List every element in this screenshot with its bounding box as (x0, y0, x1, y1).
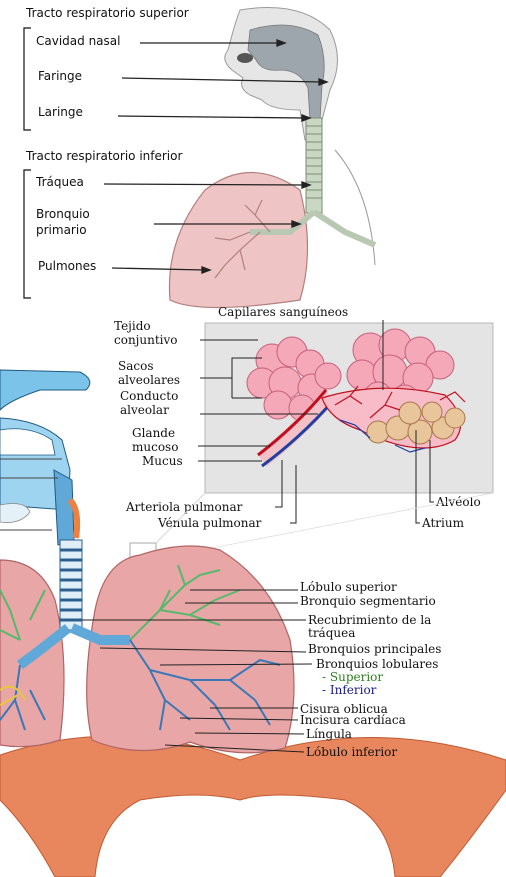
label-pulmones: Pulmones (38, 259, 96, 273)
upper-tract-title: Tracto respiratorio superior (25, 6, 189, 20)
label-incisura-cardiaca: Incisura cardíaca (300, 713, 406, 727)
label-lobulo-inferior: Lóbulo inferior (306, 745, 397, 759)
label-alveolares: alveolares (118, 373, 180, 387)
label-tejido: Tejido (114, 319, 151, 333)
label-conducto: Conducto (120, 389, 178, 403)
label-lingula: Língula (306, 727, 352, 741)
label-alveolar: alveolar (120, 403, 169, 417)
label-bronquios-lobulares: Bronquios lobulares (316, 657, 438, 671)
label-mucus: Mucus (142, 454, 183, 468)
label-glande: Glande (132, 426, 175, 440)
label-bronquios-principales: Bronquios principales (308, 642, 441, 656)
label-venula: Vénula pulmonar (157, 516, 262, 530)
label-conjuntivo: conjuntivo (114, 333, 178, 347)
label-traquea: Tráquea (35, 175, 84, 189)
label-cavidad-nasal: Cavidad nasal (36, 34, 120, 48)
label-traquea-lungs: tráquea (308, 626, 355, 640)
label-capilares: Capilares sanguíneos (218, 305, 348, 319)
label-recubrimiento: Recubrimiento de la (308, 613, 431, 627)
label-atrium: Atrium (421, 516, 465, 530)
upper-tract-illustration (169, 8, 375, 308)
label-lobular-superior: - Superior (322, 670, 383, 684)
head-section-illustration (0, 370, 90, 545)
label-bronquio: Bronquio (36, 207, 90, 221)
label-laringe: Laringe (38, 105, 83, 119)
label-faringe: Faringe (38, 69, 82, 83)
label-primario: primario (36, 223, 87, 237)
lower-tract-title: Tracto respiratorio inferior (25, 149, 182, 163)
label-sacos: Sacos (118, 359, 153, 373)
label-arteriola: Arteriola pulmonar (125, 500, 243, 514)
label-lobular-inferior: - Inferior (322, 683, 377, 697)
label-lobulo-superior: Lóbulo superior (300, 580, 397, 594)
label-bronquio-segmentario: Bronquio segmentario (300, 594, 436, 608)
alveoli-illustration (205, 323, 493, 493)
lungs-illustration (0, 493, 506, 877)
label-mucoso: mucoso (132, 440, 178, 454)
